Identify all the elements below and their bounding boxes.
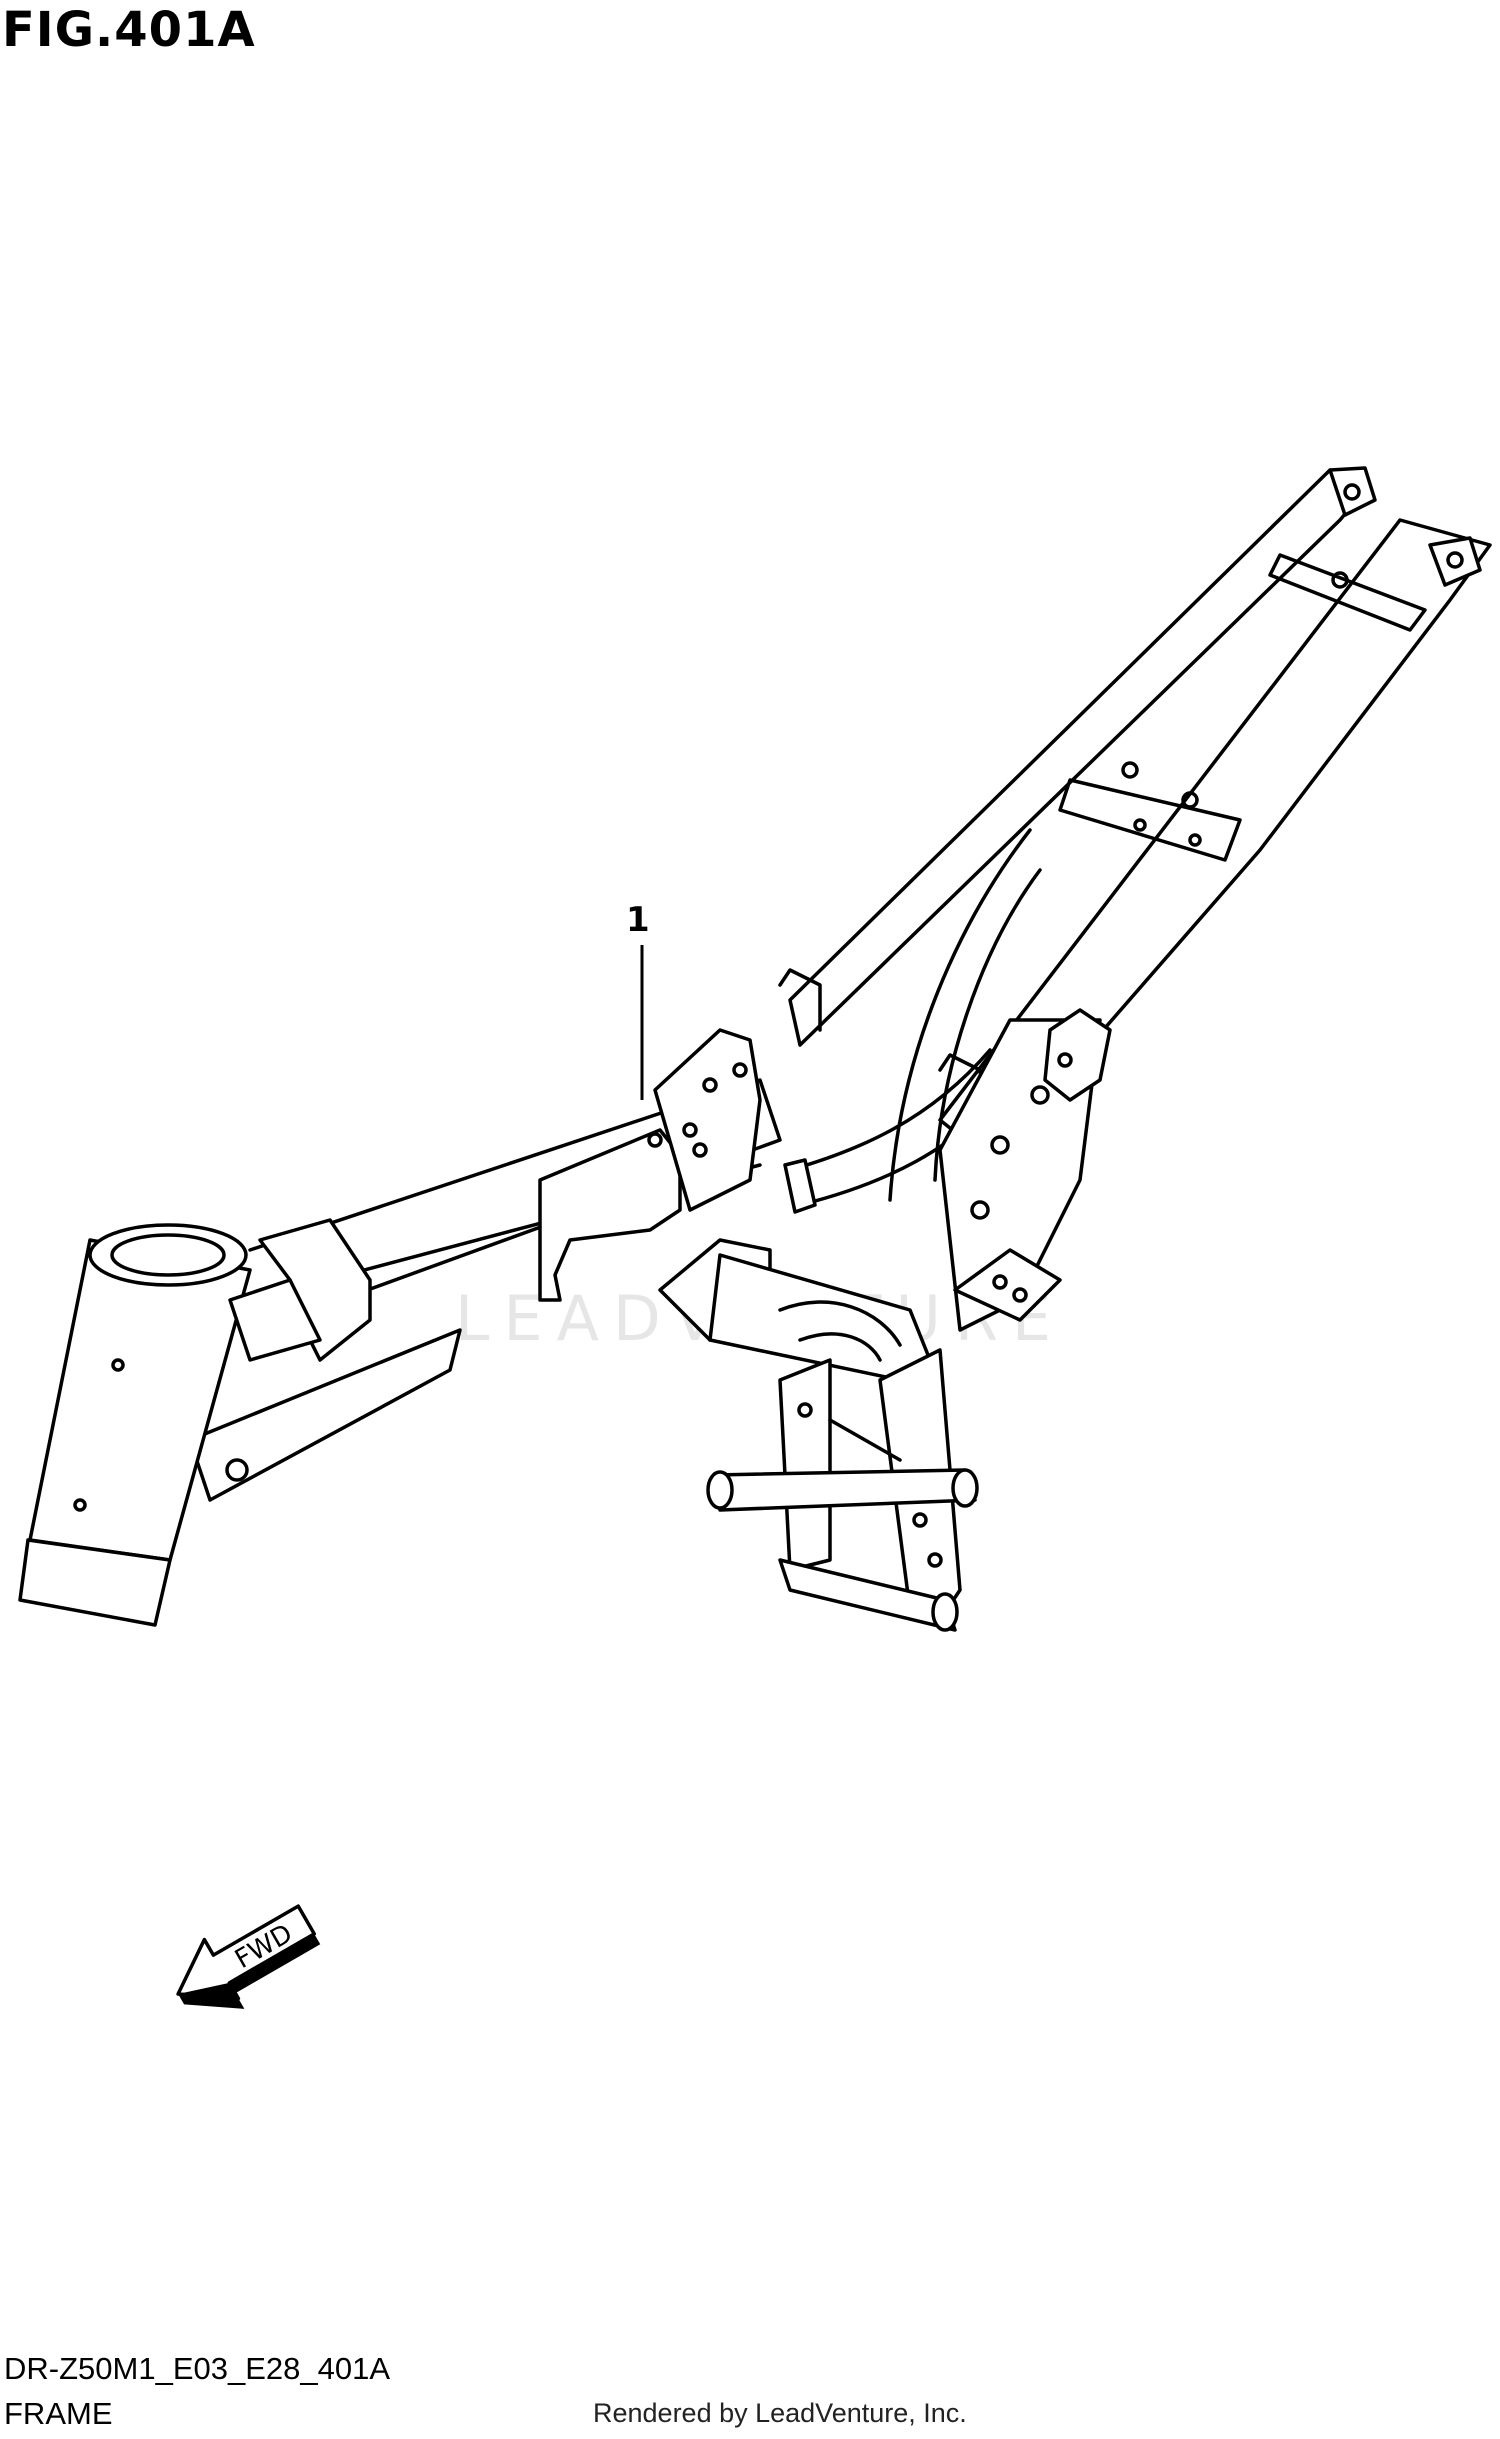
rendered-by: Rendered by LeadVenture, Inc. bbox=[593, 2398, 967, 2428]
callout-number: 1 bbox=[626, 900, 650, 940]
caption: FRAME bbox=[4, 2396, 113, 2431]
figure-title: FIG.401A bbox=[2, 2, 256, 58]
drawing-code: DR-Z50M1_E03_E28_401A bbox=[4, 2351, 391, 2386]
